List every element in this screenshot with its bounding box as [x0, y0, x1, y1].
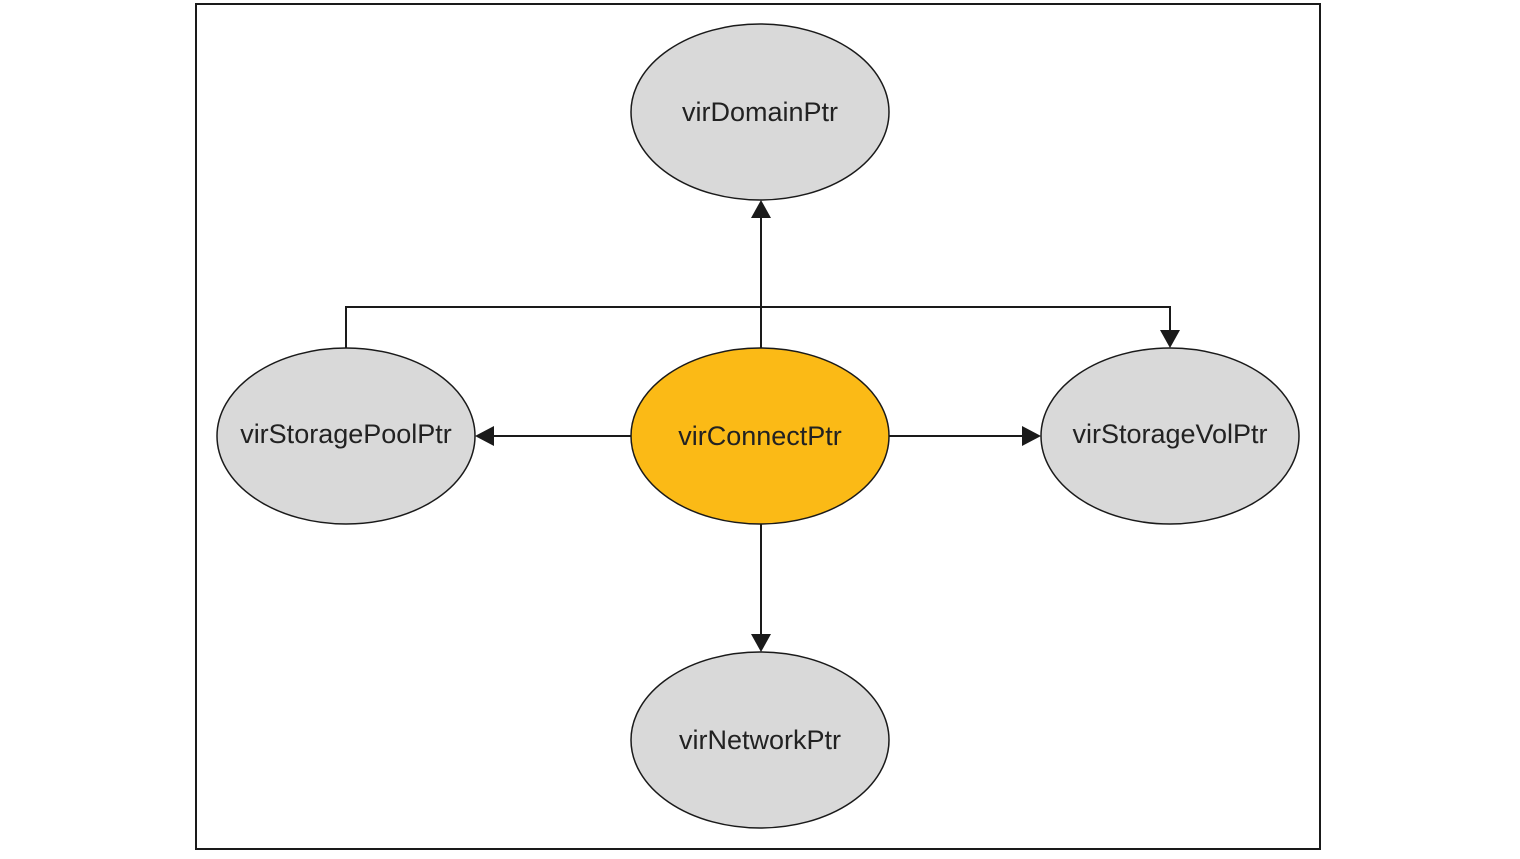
node-virconnectptr[interactable]: virConnectPtr: [630, 347, 890, 525]
node-label-domain: virDomainPtr: [682, 97, 838, 127]
node-shape-domain: [630, 23, 890, 201]
arrowhead-network: [751, 634, 771, 652]
node-virnetworkptr[interactable]: virNetworkPtr: [630, 651, 890, 829]
node-virstoragepoolptr[interactable]: virStoragePoolPtr: [216, 347, 476, 525]
edge-connect-to-domain: [751, 200, 771, 348]
node-shape-connect: [630, 347, 890, 525]
node-label-storage-vol: virStorageVolPtr: [1072, 419, 1267, 449]
node-shape-network: [630, 651, 890, 829]
edge-connect-to-storage-pool: [475, 426, 631, 446]
arrowhead-domain: [751, 200, 771, 218]
edge-connect-to-storage-vol: [889, 426, 1041, 446]
node-shape-storage-vol: [1040, 347, 1300, 525]
arrowhead-storage-vol: [1022, 426, 1041, 446]
edges: [345, 200, 1180, 652]
node-label-network: virNetworkPtr: [679, 725, 841, 755]
node-shape-storage-pool: [216, 347, 476, 525]
arrowhead-storage-vol-top: [1160, 330, 1180, 348]
node-label-storage-pool: virStoragePoolPtr: [240, 419, 452, 449]
edge-connect-to-network: [751, 524, 771, 652]
diagram-frame: [195, 3, 1321, 850]
edge-storage-pool-to-storage-vol: [345, 306, 1180, 348]
arrowhead-storage-pool: [475, 426, 494, 446]
node-virstoragevolptr[interactable]: virStorageVolPtr: [1040, 347, 1300, 525]
node-label-connect: virConnectPtr: [678, 421, 842, 451]
node-virdomainptr[interactable]: virDomainPtr: [630, 23, 890, 201]
